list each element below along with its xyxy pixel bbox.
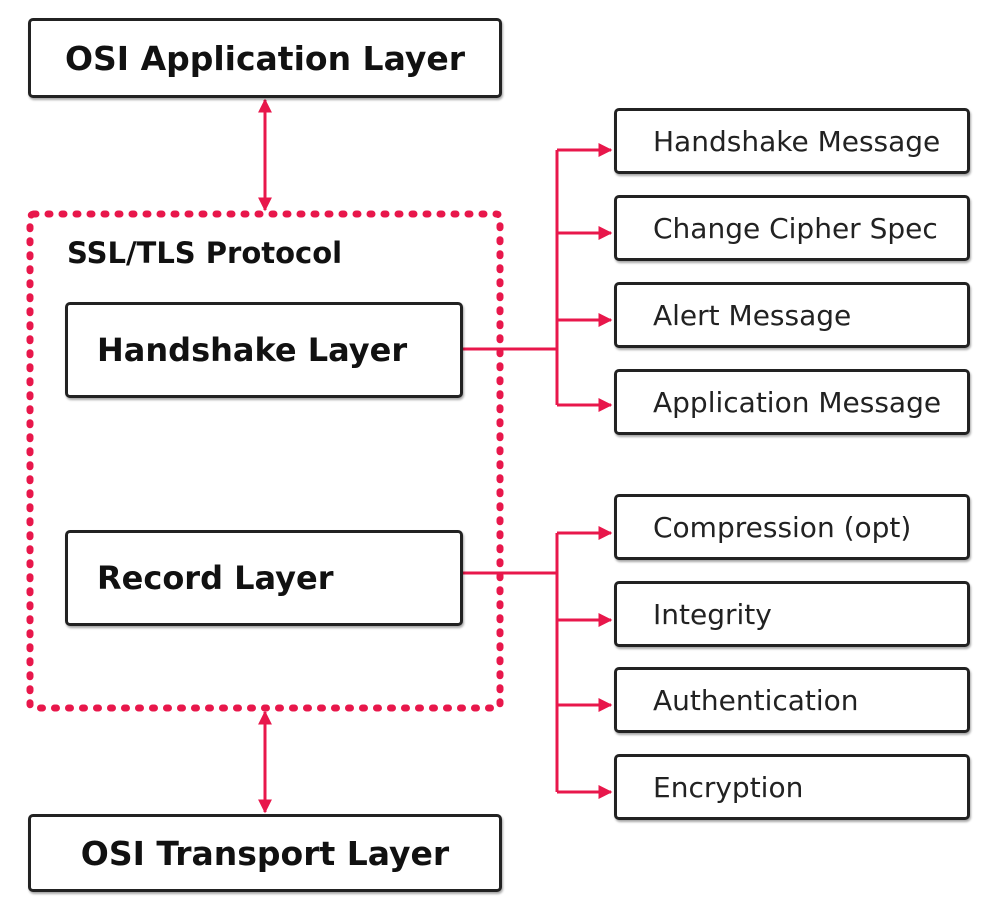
- record-layer-box: Record Layer: [65, 530, 463, 626]
- protocol-label: SSL/TLS Protocol: [67, 236, 343, 270]
- integrity-box: Integrity: [614, 581, 970, 647]
- encryption-box: Encryption: [614, 754, 970, 820]
- handshake-message-label: Handshake Message: [653, 124, 941, 158]
- compression-label: Compression (opt): [653, 510, 912, 544]
- integrity-label: Integrity: [653, 597, 772, 631]
- application-message-box: Application Message: [614, 369, 970, 435]
- handshake-message-box: Handshake Message: [614, 108, 970, 174]
- alert-message-box: Alert Message: [614, 282, 970, 348]
- compression-box: Compression (opt): [614, 494, 970, 560]
- protocol-boundary: [26, 210, 504, 712]
- encryption-label: Encryption: [653, 770, 804, 804]
- application-message-label: Application Message: [653, 385, 942, 419]
- record-layer-label: Record Layer: [97, 559, 334, 597]
- osi-transport-layer-label: OSI Transport Layer: [80, 833, 450, 873]
- handshake-layer-label: Handshake Layer: [97, 331, 408, 369]
- osi-application-layer-label: OSI Application Layer: [64, 38, 465, 78]
- authentication-label: Authentication: [653, 683, 859, 717]
- change-cipher-spec-label: Change Cipher Spec: [653, 211, 938, 245]
- authentication-box: Authentication: [614, 667, 970, 733]
- alert-message-label: Alert Message: [653, 298, 852, 332]
- osi-transport-layer-box: OSI Transport Layer: [28, 814, 502, 892]
- handshake-layer-box: Handshake Layer: [65, 302, 463, 398]
- change-cipher-spec-box: Change Cipher Spec: [614, 195, 970, 261]
- osi-application-layer-box: OSI Application Layer: [28, 18, 502, 98]
